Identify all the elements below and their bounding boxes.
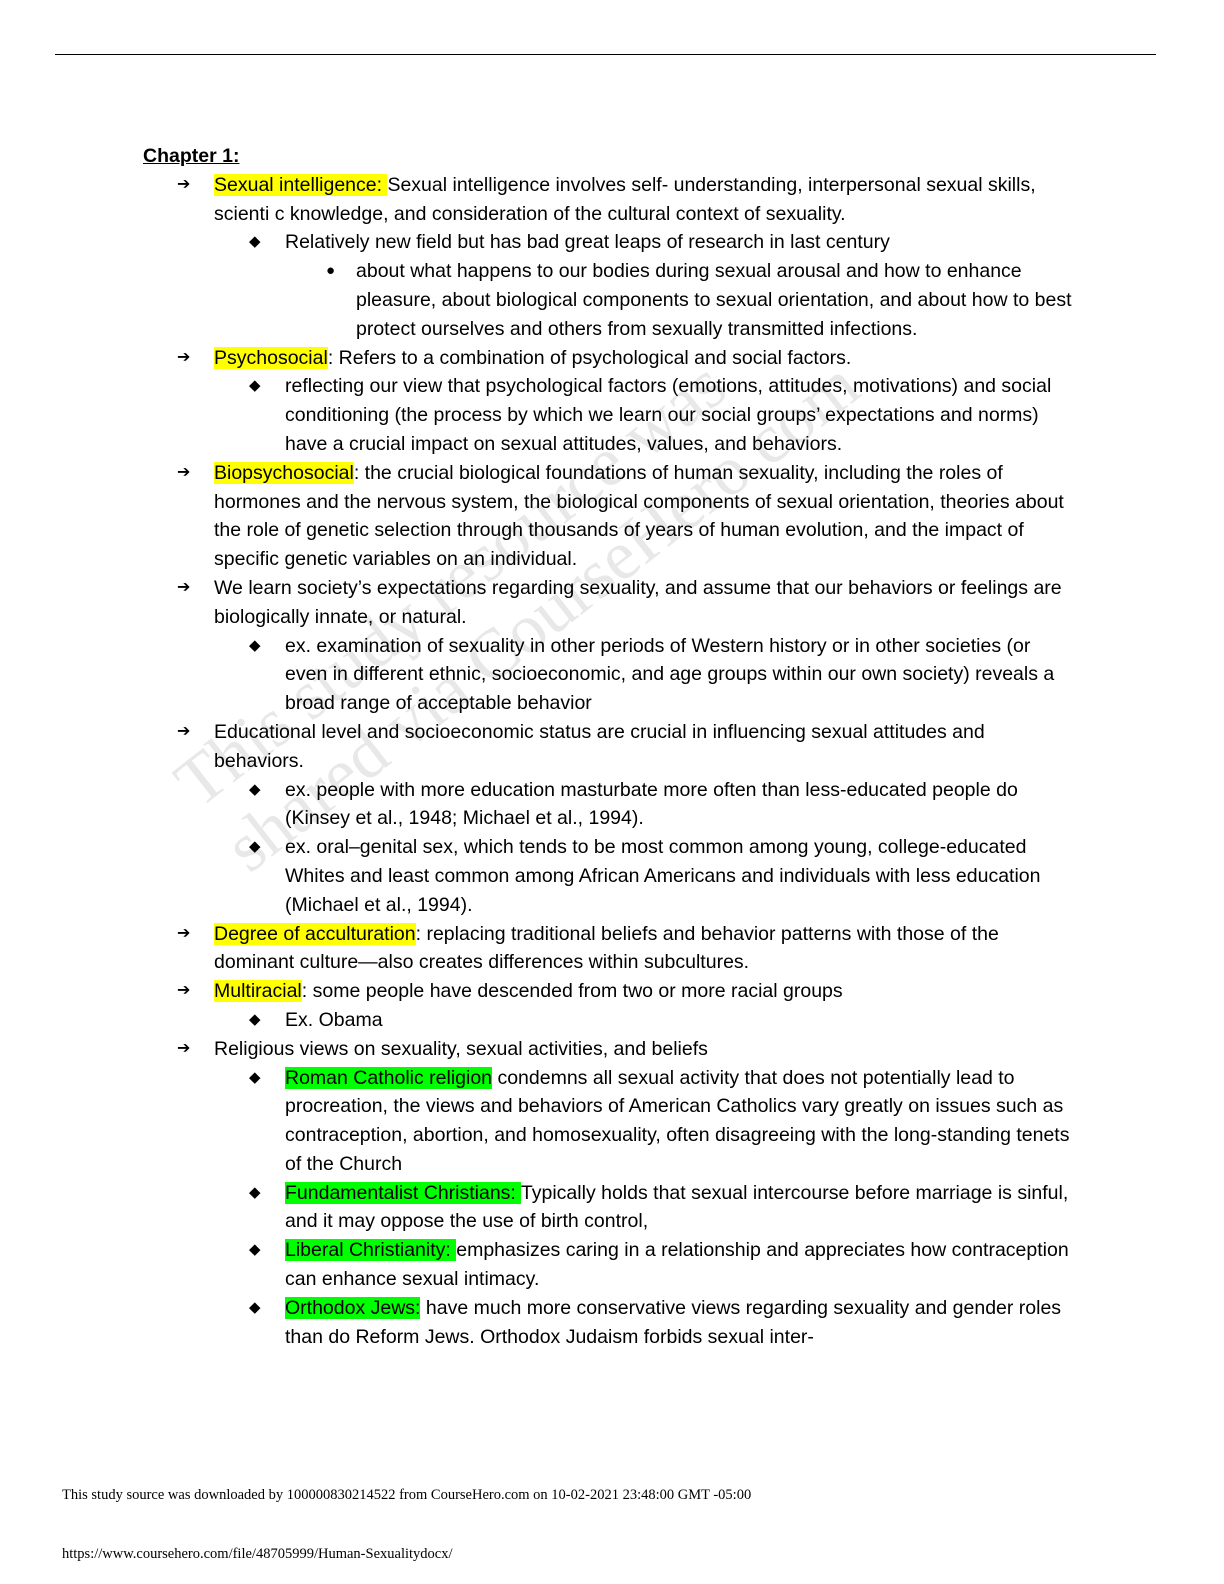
download-notice: This study source was downloaded by 1000… (62, 1487, 752, 1503)
diamond-bullet-icon: ◆ (249, 1241, 261, 1259)
arrow-bullet-icon: ➔ (177, 1039, 191, 1057)
outline-item-text: ex. oral–genital sex, which tends to be … (285, 836, 1041, 916)
diamond-bullet-icon: ◆ (249, 377, 261, 395)
outline-item-level-2: ◆ Fundamentalist Christians: Typically h… (143, 1179, 1073, 1237)
arrow-bullet-icon: ➔ (177, 348, 191, 366)
diamond-bullet-icon: ◆ (249, 233, 261, 251)
diamond-bullet-icon: ◆ (249, 780, 261, 798)
highlighted-term: Biopsychosocial (214, 461, 354, 484)
outline-item-text: emphasizes caring in a relationship and … (285, 1239, 1069, 1291)
outline-item-level-1: ➔ Educational level and socioeconomic sta… (143, 718, 1073, 776)
diamond-bullet-icon: ◆ (249, 1068, 261, 1086)
dot-bullet-icon: ● (326, 262, 336, 280)
outline-item-content: Orthodox Jews: have much more conservati… (285, 1296, 1062, 1348)
diamond-bullet-icon: ◆ (249, 1298, 261, 1316)
highlighted-term: Psychosocial (214, 346, 328, 369)
outline-item-text: : some people have descended from two or… (301, 980, 843, 1003)
outline-item-text: ex. people with more education masturbat… (285, 778, 1018, 830)
outline-item-level-2: ◆ Orthodox Jews: have much more conserva… (143, 1294, 1073, 1352)
highlighted-term: Degree of acculturation (214, 922, 416, 945)
outline-item-text: Relatively new field but has bad great l… (285, 231, 890, 254)
outline-item-text: reflecting our view that psychological f… (285, 375, 1052, 455)
outline-item-level-2: ◆ Ex. Obama (143, 1006, 1073, 1035)
outline-item-level-1: ➔ Degree of acculturation: replacing tra… (143, 920, 1073, 978)
outline-item-content: Educational level and socioeconomic stat… (214, 721, 985, 772)
outline-item-text: Religious views on sexuality, sexual act… (214, 1037, 708, 1060)
outline-item-text: Ex. Obama (285, 1008, 383, 1031)
diamond-bullet-icon: ◆ (249, 838, 261, 856)
outline-item-level-1: ➔ Multiracial: some people have descende… (143, 977, 1073, 1006)
outline-item-content: Biopsychosocial: the crucial biological … (214, 461, 1064, 571)
outline-item-content: We learn society’s expectations regardin… (214, 577, 1062, 628)
arrow-bullet-icon: ➔ (177, 982, 191, 1000)
outline-item-level-1: ➔ Psychosocial: Refers to a combination … (143, 344, 1073, 373)
outline-item-text: Sexual intelligence involves self- under… (214, 173, 1036, 225)
diamond-bullet-icon: ◆ (249, 1183, 261, 1201)
highlighted-term: Sexual intelligence: (214, 173, 388, 196)
outline-item-content: reflecting our view that psychological f… (285, 375, 1051, 455)
outline-item-level-1: ➔ Biopsychosocial: the crucial biologica… (143, 459, 1073, 574)
outline-item-text: about what happens to our bodies during … (356, 260, 1072, 340)
outline-item-level-2: ◆ Roman Catholic religion condemns all s… (143, 1064, 1073, 1179)
outline-item-text: : the crucial biological foundations of … (214, 461, 1064, 571)
outline-item-content: Roman Catholic religion condemns all sex… (285, 1066, 1070, 1175)
outline-list: ➔ Sexual intelligence: Sexual intelligen… (143, 171, 1073, 1352)
outline-item-level-2: ◆ reflecting our view that psychological … (143, 372, 1073, 458)
outline-item-content: ex. oral–genital sex, which tends to be … (285, 836, 1040, 916)
arrow-bullet-icon: ➔ (177, 463, 191, 481)
outline-item-text: ex. examination of sexuality in other pe… (285, 634, 1055, 715)
outline-item-text: : Refers to a combination of psychologic… (327, 346, 852, 369)
outline-item-text: condemns all sexual activity that does n… (285, 1066, 1070, 1175)
outline-item-level-3: ● about what happens to our bodies during… (143, 257, 1073, 343)
outline-item-level-1: ➔ Religious views on sexuality, sexual ac… (143, 1035, 1073, 1064)
outline-item-content: Psychosocial: Refers to a combination of… (214, 346, 852, 369)
arrow-bullet-icon: ➔ (177, 722, 191, 740)
outline-item-content: Sexual intelligence: Sexual intelligence… (214, 173, 1036, 225)
highlighted-term: Multiracial (214, 980, 302, 1003)
outline-item-text: We learn society’s expectations regardin… (214, 576, 1062, 628)
outline-item-content: Fundamentalist Christians: Typically hol… (285, 1181, 1069, 1233)
arrow-bullet-icon: ➔ (177, 924, 191, 942)
outline-item-content: ex. examination of sexuality in other pe… (285, 635, 1054, 715)
outline-item-level-2: ◆ ex. people with more education masturba… (143, 776, 1073, 834)
highlighted-term: Liberal Christianity: (285, 1239, 457, 1262)
outline-item-level-1: ➔ Sexual intelligence: Sexual intelligen… (143, 171, 1073, 229)
outline-item-content: ex. people with more education masturbat… (285, 779, 1018, 830)
source-url[interactable]: https://www.coursehero.com/file/48705999… (62, 1546, 453, 1562)
outline-item-content: Ex. Obama (285, 1009, 383, 1031)
arrow-bullet-icon: ➔ (177, 578, 191, 596)
outline-item-text: Typically holds that sexual intercourse … (285, 1181, 1069, 1233)
highlighted-term: Fundamentalist Christians: (285, 1181, 521, 1204)
document-body: Chapter 1: ➔ Sexual intelligence: Sexual… (143, 142, 1073, 1351)
arrow-bullet-icon: ➔ (177, 175, 191, 193)
diamond-bullet-icon: ◆ (249, 1010, 261, 1028)
outline-item-content: Multiracial: some people have descended … (214, 980, 843, 1003)
chapter-title: Chapter 1: (143, 145, 240, 167)
outline-item-text: Educational level and socioeconomic stat… (214, 720, 985, 772)
outline-item-content: Relatively new field but has bad great l… (285, 231, 890, 253)
diamond-bullet-icon: ◆ (249, 636, 261, 654)
outline-item-content: Liberal Christianity: emphasizes caring … (285, 1239, 1069, 1290)
outline-item-text: : replacing traditional beliefs and beha… (214, 922, 999, 974)
outline-item-level-2: ◆ ex. oral–genital sex, which tends to be… (143, 833, 1073, 919)
outline-item-level-2: ◆ ex. examination of sexuality in other p… (143, 632, 1073, 718)
highlighted-term: Orthodox Jews: (285, 1296, 421, 1319)
outline-item-text: have much more conservative views regard… (285, 1296, 1062, 1348)
outline-item-content: Religious views on sexuality, sexual act… (214, 1038, 708, 1060)
outline-item-level-2: ◆ Liberal Christianity: emphasizes carin… (143, 1236, 1073, 1294)
outline-item-content: Degree of acculturation: replacing tradi… (214, 922, 999, 974)
outline-item-content: about what happens to our bodies during … (356, 260, 1071, 340)
header-rule (55, 54, 1156, 55)
outline-item-level-2: ◆ Relatively new field but has bad great … (143, 228, 1073, 257)
highlighted-term: Roman Catholic religion (285, 1066, 493, 1089)
outline-item-level-1: ➔ We learn society’s expectations regardi… (143, 574, 1073, 632)
